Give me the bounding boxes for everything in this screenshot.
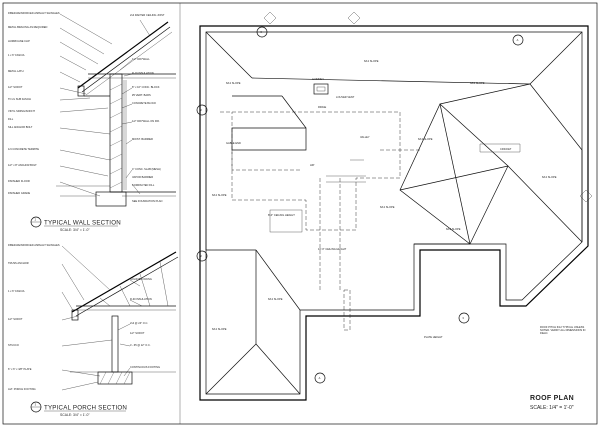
- section-mark: A: [517, 38, 519, 42]
- pitch-label: 6/12 SLOPE: [418, 137, 433, 141]
- wall-section-title: TYPICAL WALL SECTION: [44, 220, 121, 227]
- wall-section-labels-right: 2x4 RAFTER CEILING JOIST 1/2" DRYWALL R-…: [130, 13, 165, 203]
- plan-note: RIDGE: [318, 105, 326, 109]
- wall-label: 4" CONC. SLAB (MESH): [132, 167, 161, 171]
- chimney: [313, 83, 329, 95]
- pitch-label: 6/12 SLOPE: [364, 59, 379, 63]
- pitch-label: 6/12 SLOPE: [446, 227, 461, 231]
- wall-label: 1/2" DRYWALL: [132, 57, 150, 61]
- wall-label: VAPOR BARRIER: [132, 175, 153, 179]
- porch-section-scale: SCALE: 3/4" = 1'-0": [60, 413, 90, 417]
- pitch-label: 6/12 SLOPE: [226, 81, 241, 85]
- pitch-labels: 6/12 SLOPE 6/12 SLOPE 6/12 SLOPE 6/12 SL…: [212, 59, 557, 331]
- wall-label: 1/2" x 8" ANCHOR BOLT: [8, 163, 37, 167]
- wall-label: SEE FOUNDATION PLAN: [132, 199, 162, 203]
- wall-section-scale: SCALE: 3/4" = 1'-0": [60, 228, 90, 232]
- section-mark: A: [319, 376, 321, 380]
- general-note-text: ROOF PITCH 6/12 TYPICAL UNLESS NOTED. VE…: [540, 326, 586, 336]
- roof-plan-scale: SCALE: 1/4" = 1'-0": [530, 405, 574, 411]
- pitch-label: 6/12 SLOPE: [212, 193, 227, 197]
- plan-note: 10'-0" CEILING HEIGHT: [318, 247, 347, 251]
- porch-label: 1/2" SOFFIT: [8, 317, 23, 321]
- porch-section-detail: 3 TYPICAL PORCH SECTION SCALE: 3/4" = 1'…: [30, 245, 179, 417]
- plan-note: 8'-0" CEILING HEIGHT: [268, 213, 295, 217]
- section-marks: 2 2 3 3 A A: [196, 26, 524, 384]
- porch-label: R-30 INSULATION: [130, 297, 152, 301]
- wall-label: CONCRETE BLOCK: [132, 101, 156, 105]
- plan-note: LOUVER VENT: [336, 95, 355, 99]
- wall-label: 1/4 CONCRETE TERMITE: [8, 147, 39, 151]
- pitch-label: 6/12 SLOPE: [212, 327, 227, 331]
- porch-label: FIBER-REINFORCED ASPHALT SHINGLES: [8, 243, 60, 247]
- wall-section-detail: 2 TYPICAL WALL SECTION SCALE: 3/4" = 1'-…: [30, 13, 176, 232]
- wall-label: METAL BRACING AS REQUIRED: [8, 25, 47, 29]
- porch-label: STUCCO: [8, 343, 19, 347]
- pitch-label: 6/12 SLOPE: [268, 297, 283, 301]
- wall-section-labels-left: FIBER-REINFORCED ASPHALT SHINGLES METAL …: [8, 11, 60, 195]
- plan-note: GABLE END: [226, 141, 241, 145]
- wall-label: 2x4 RAFTER CEILING JOIST: [130, 13, 165, 17]
- wall-label: VINYL SIDING/SOFFIT: [8, 109, 35, 113]
- wall-label: 8" x 16" CONC. BLOCK: [132, 85, 160, 89]
- roof-plan: 2 2 3 3 A A 6/12 SLOPE 6/12 SLOPE 6/12 S…: [196, 11, 593, 411]
- porch-label: 2x4 @ 24" O.C.: [130, 321, 148, 325]
- wall-label: SILL ANCHOR BOLT: [8, 125, 33, 129]
- plan-note: HIP: [310, 163, 315, 167]
- section-mark: 2: [200, 254, 202, 258]
- wall-label: 1/2" DRYWALL ON FIR.: [132, 119, 160, 123]
- section-mark: 3: [462, 316, 464, 320]
- wall-label: FILL: [8, 117, 14, 121]
- plan-note: CRICKET: [500, 147, 512, 151]
- wall-label: TO 2x SUB FASCIA: [8, 97, 31, 101]
- wall-label: R-19 INSULATION: [132, 71, 154, 75]
- plan-note: PLATE HEIGHT: [424, 335, 443, 339]
- porch-label: ALT. PORCH FOOTING: [8, 387, 36, 391]
- plan-notes: RIDGE VALLEY HIP GABLE END CRICKET LOUVE…: [226, 77, 512, 339]
- wall-label: 1/2" SOFFIT: [8, 85, 23, 89]
- porch-label: SOLID BLOCKING: [130, 277, 152, 281]
- wall-label: COMPACTED FILL: [132, 183, 155, 187]
- wall-label: 1 x 6" FASCIA: [8, 53, 25, 57]
- porch-section-labels-left: FIBER-REINFORCED ASPHALT SHINGLES TRUSS …: [8, 243, 60, 391]
- roof-plan-title: ROOF PLAN: [530, 395, 574, 402]
- porch-label: 1/2" SOFFIT: [130, 331, 145, 335]
- wall-section-callout: 2: [35, 218, 37, 222]
- porch-label: TRUSS ANCHOR: [8, 261, 29, 265]
- porch-label: 1 x 6" FASCIA: [8, 289, 25, 293]
- pitch-label: 6/12 SLOPE: [380, 205, 395, 209]
- wall-label: METAL LATH: [8, 69, 24, 73]
- wall-label: #5 VERT. BARS: [132, 93, 151, 97]
- plan-note: VALLEY: [360, 135, 370, 139]
- wall-label: FIBER-REINFORCED ASPHALT SHINGLES: [8, 11, 60, 15]
- pitch-label: 6/12 SLOPE: [470, 81, 485, 85]
- porch-section-callout: 3: [35, 403, 37, 407]
- section-mark: 2: [200, 108, 202, 112]
- pitch-label: 6/12 SLOPE: [542, 175, 557, 179]
- general-note: ROOF PITCH 6/12 TYPICAL UNLESS NOTED. VE…: [540, 326, 586, 336]
- section-mark: 3: [260, 30, 262, 34]
- porch-section-labels-right: SOLID BLOCKING R-30 INSULATION 2x4 @ 24"…: [130, 277, 160, 369]
- wall-label: MOIST. BARRIER: [132, 137, 153, 141]
- wall-label: HURRICANE CLIP: [8, 39, 30, 43]
- porch-section-title: TYPICAL PORCH SECTION: [44, 405, 127, 412]
- porch-label: CONTINUOUS FOOTING: [130, 365, 160, 369]
- plan-note: CHIMNEY: [312, 77, 324, 81]
- porch-label: 3 - #5 @ 12" O.C.: [130, 343, 151, 347]
- wall-label: FINISHED GRADE: [8, 191, 30, 195]
- wall-label: FINISHED FLOOR: [8, 179, 30, 183]
- porch-label: 6" x 6" x 3/8" PLATE: [8, 367, 32, 371]
